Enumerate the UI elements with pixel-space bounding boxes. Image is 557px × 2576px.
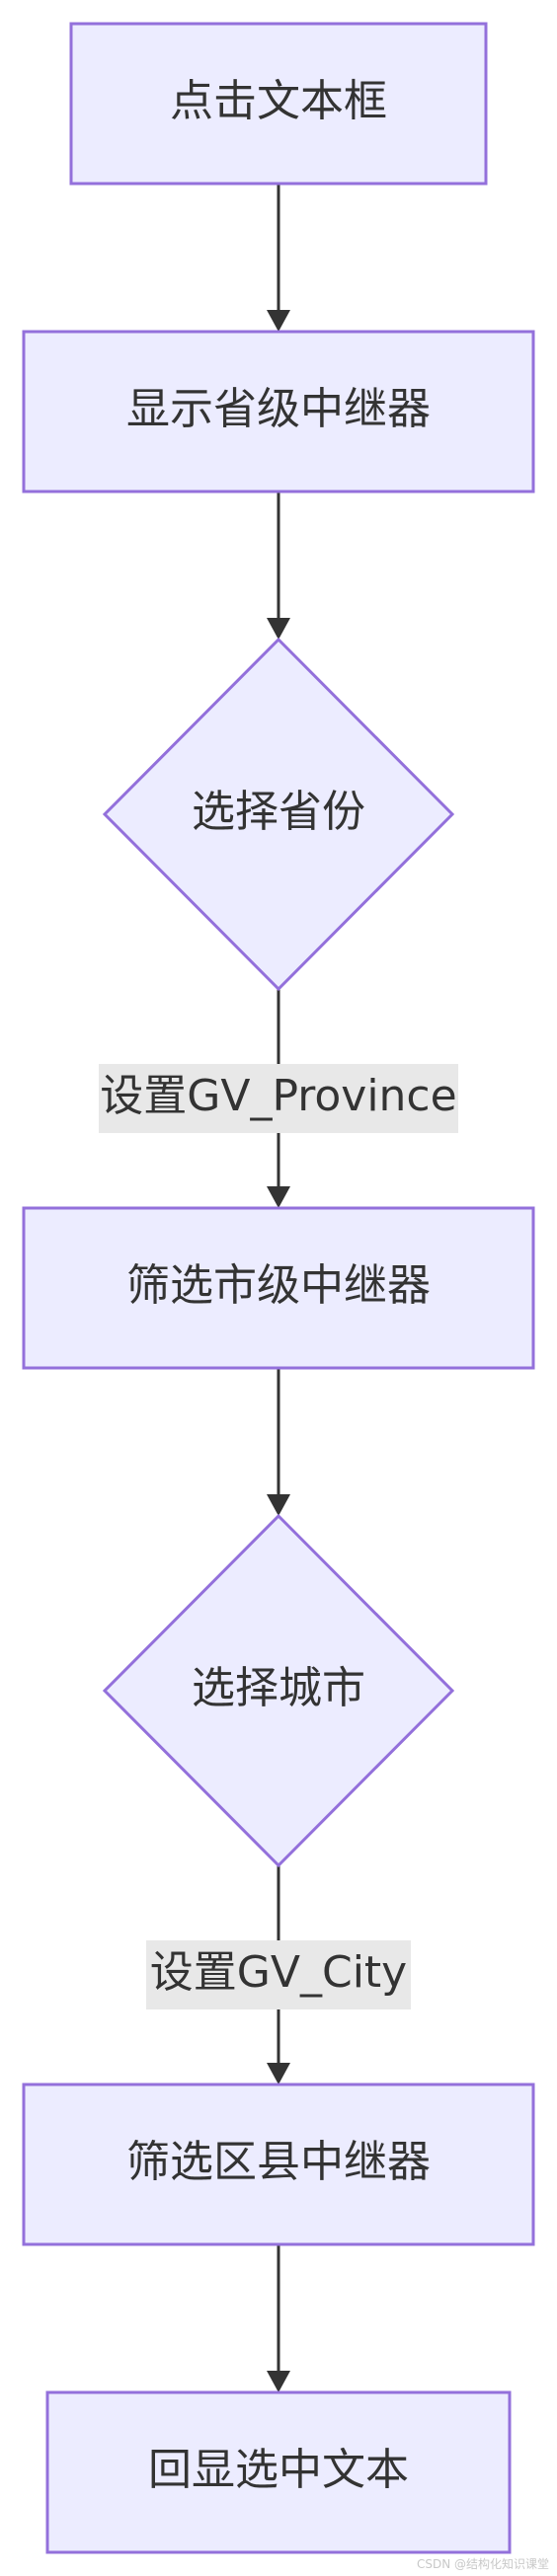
decision-diamond [102,1513,455,1868]
edge-label-set-city: 设置GV_City [146,1940,411,2009]
node-filter-city-relay: 筛选市级中继器 [22,1206,535,1370]
edge-label-background [99,1064,458,1133]
edge-label-text: 设置GV_City [150,1947,407,1998]
node-show-province-relay: 显示省级中继器 [22,330,535,493]
edge-label-text: 设置GV_Province [100,1071,456,1121]
decision-diamond [102,637,455,992]
watermark: CSDN @结构化知识课堂 [416,2557,549,2571]
node-click-textbox: 点击文本框 [69,22,488,186]
edge-label-background [146,1940,411,2009]
node-label: 筛选区县中继器 [126,2137,431,2187]
process-box [22,1206,535,1370]
node-label: 显示省级中继器 [126,384,431,434]
arrowhead [267,310,290,332]
node-label: 选择省份 [192,787,365,837]
node-filter-county-relay: 筛选区县中继器 [22,2083,535,2246]
process-box [45,2390,512,2554]
node-label: 点击文本框 [170,76,387,126]
edge-label-set-province: 设置GV_Province [99,1064,458,1133]
arrowhead [267,1186,290,1208]
node-echo-selected-text: 回显选中文本 [45,2390,512,2554]
process-box [69,22,488,186]
node-select-city: 选择城市 [102,1513,455,1868]
arrowhead [267,2371,290,2392]
node-label: 筛选市级中继器 [126,1260,431,1311]
process-box [22,2083,535,2246]
arrowhead [267,2063,290,2084]
process-box [22,330,535,493]
node-label: 回显选中文本 [148,2445,409,2495]
node-select-province: 选择省份 [102,637,455,992]
arrowhead [267,618,290,640]
arrowhead [267,1494,290,1516]
node-label: 选择城市 [192,1663,365,1713]
